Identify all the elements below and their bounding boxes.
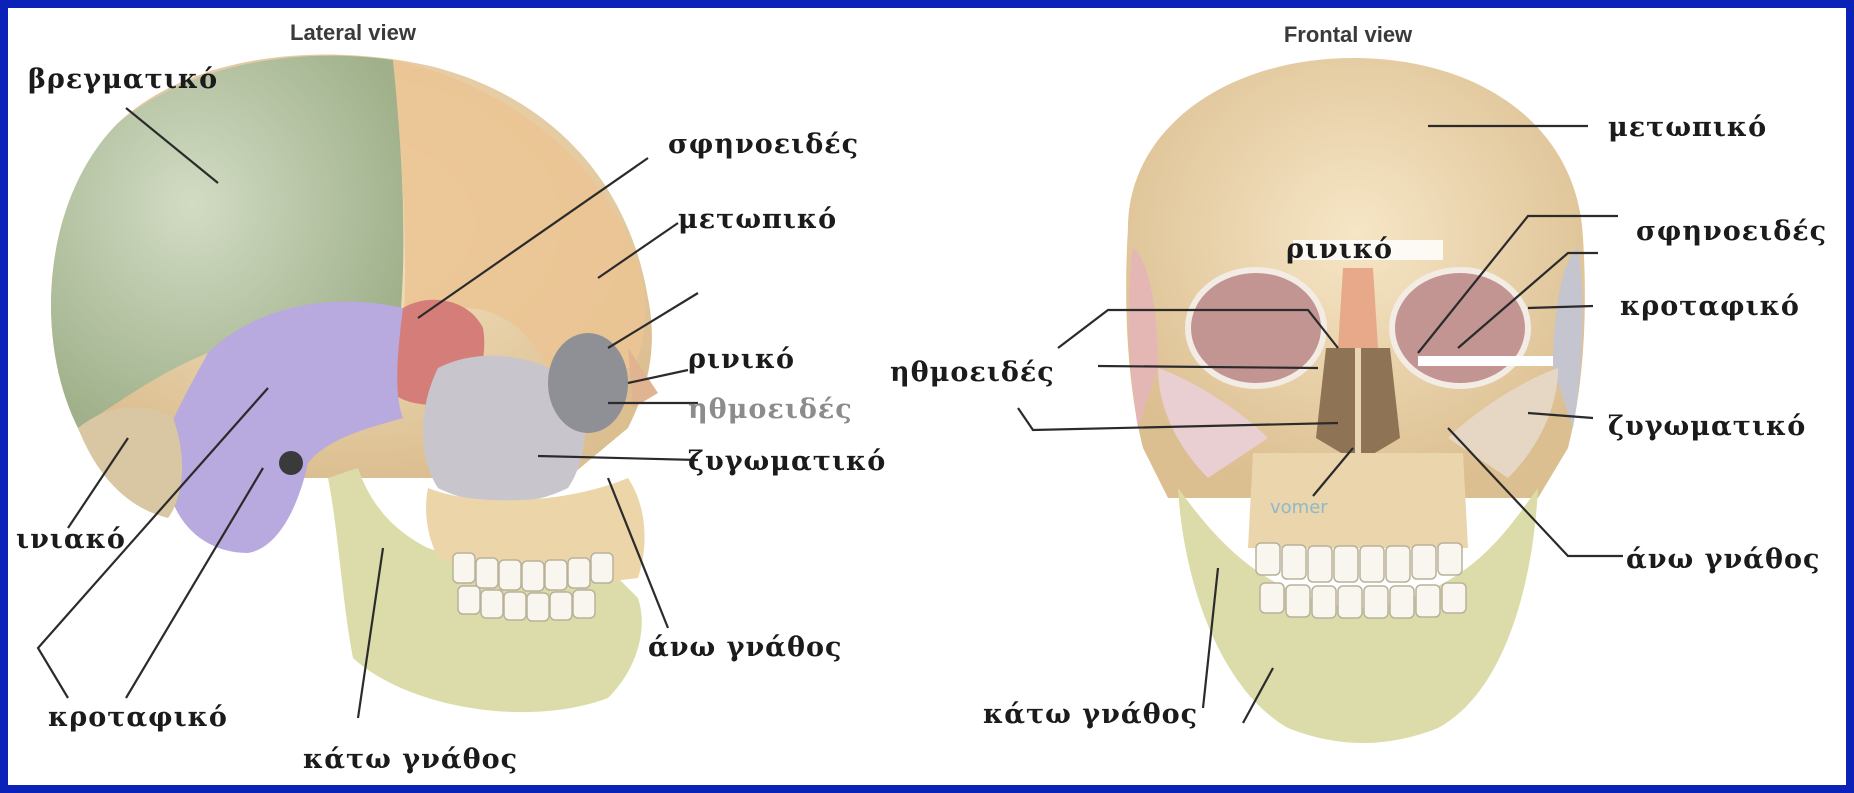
lateral-label-occipital: ινιακό: [16, 524, 126, 555]
frontal-nasal-bone: [1338, 268, 1378, 348]
lateral-label-mandible: κάτω γνάθος: [303, 744, 518, 775]
lateral-label-sphenoid: σφηνοειδές: [668, 129, 859, 160]
frontal-label-mandible: κάτω γνάθος: [983, 699, 1198, 730]
frontal-label-maxilla: άνω γνάθος: [1626, 544, 1820, 575]
lateral-label-ethmoid: ηθμοειδές: [688, 394, 853, 425]
lateral-label-temporal: κροταφικό: [48, 702, 228, 733]
lateral-skull: [51, 54, 658, 712]
frontal-label-ethmoid: ηθμοειδές: [890, 357, 1055, 388]
lateral-teeth: [453, 553, 613, 621]
frontal-label-zygomatic: ζυγωματικό: [1608, 411, 1806, 442]
skull-diagram: Lateral view βρεγματικό σφηνοειδές μετωπ…: [8, 8, 1846, 785]
lateral-label-maxilla: άνω γνάθος: [648, 632, 842, 663]
lateral-ear-canal: [279, 451, 303, 475]
lateral-label-parietal: βρεγματικό: [28, 64, 218, 95]
frontal-orbit-right: [1392, 270, 1528, 386]
lateral-view-title: Lateral view: [290, 20, 417, 45]
lateral-orbit: [548, 333, 628, 433]
lateral-label-frontal: μετωπικό: [678, 204, 837, 235]
frontal-skull: [1126, 58, 1585, 743]
diagram-frame: Lateral view βρεγματικό σφηνοειδές μετωπ…: [8, 8, 1846, 785]
frontal-view-title: Frontal view: [1284, 22, 1413, 47]
frontal-label-frontal: μετωπικό: [1608, 112, 1767, 143]
frontal-teeth: [1256, 543, 1466, 618]
lateral-label-zygomatic: ζυγωματικό: [688, 446, 886, 477]
frontal-label-vomer: vomer: [1270, 497, 1328, 518]
frontal-label-nasal: ρινικό: [1286, 234, 1393, 265]
frontal-label-sphenoid: σφηνοειδές: [1636, 216, 1827, 247]
frontal-label-temporal: κροταφικό: [1620, 291, 1800, 322]
lateral-label-nasal: ρινικό: [688, 344, 795, 375]
